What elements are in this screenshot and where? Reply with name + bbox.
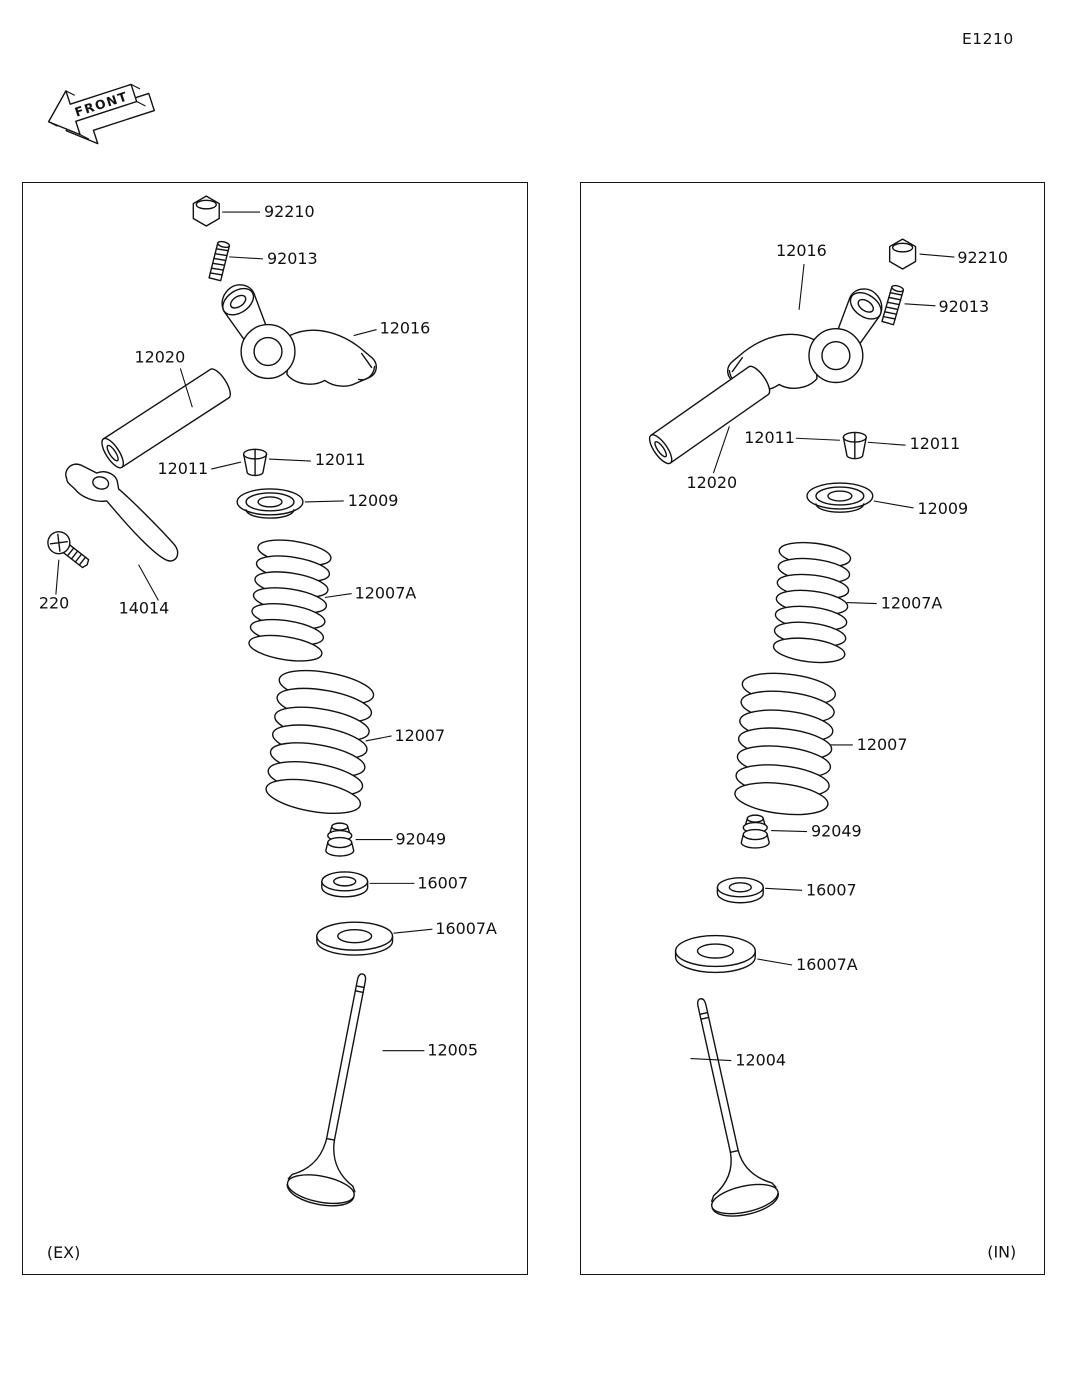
valve-seal-part <box>740 814 770 849</box>
label-in-valve: 12004 <box>690 1051 786 1070</box>
part-number: 16007 <box>806 880 857 899</box>
washer-part <box>316 921 394 956</box>
label-in-keeper-right: 12011 <box>867 434 961 453</box>
part-number: 12020 <box>135 347 186 366</box>
washer-part <box>674 934 756 974</box>
panel-footer-in: (IN) <box>987 1243 1016 1262</box>
part-number: 12011 <box>910 434 961 453</box>
label-in-seal: 92049 <box>771 822 862 841</box>
part-number: 12007 <box>857 735 908 754</box>
screw-part <box>47 531 90 569</box>
valve-keeper-part <box>842 431 867 460</box>
inner-valve-spring-part <box>772 541 852 664</box>
part-number: 92210 <box>957 248 1008 267</box>
rocker-arm-part <box>221 284 377 387</box>
outer-valve-spring-part <box>265 669 375 815</box>
label-in-shaft: 12020 <box>687 426 738 492</box>
rocker-shaft-part <box>648 365 771 465</box>
front-arrow-icon: FRONT <box>47 83 156 145</box>
adjusting-screw-part <box>881 284 905 326</box>
lock-nut-part <box>888 238 917 270</box>
exhaust-valve-panel: 92210 92013 12016 12020 12011 12011 <box>22 182 528 1275</box>
label-ex-nut: 92210 <box>222 202 315 221</box>
part-number: 14014 <box>119 598 170 617</box>
part-number: 12007A <box>881 594 943 613</box>
part-number: 92049 <box>811 822 862 841</box>
spring-retainer-part <box>806 482 874 513</box>
label-ex-adjuster: 92013 <box>229 249 318 268</box>
label-ex-seal: 92049 <box>355 830 447 849</box>
label-ex-keeper-left: 12011 <box>157 459 242 478</box>
spring-retainer-part <box>236 488 304 519</box>
label-ex-screw: 220 <box>39 559 69 612</box>
part-number: 16007 <box>417 873 468 892</box>
part-number: 92013 <box>267 249 318 268</box>
part-number: 220 <box>39 593 69 612</box>
label-in-spring-inner: 12007A <box>846 594 943 613</box>
label-in-nut: 92210 <box>919 248 1008 267</box>
label-in-seat: 16007 <box>765 880 857 899</box>
part-number: 16007A <box>796 955 858 974</box>
label-ex-shaft: 12020 <box>135 347 193 408</box>
valve-seal-part <box>325 822 355 857</box>
part-number: 12016 <box>380 319 431 338</box>
spring-seat-part <box>321 871 369 898</box>
part-number: 16007A <box>435 919 497 938</box>
label-ex-rocker: 12016 <box>353 319 431 338</box>
part-number: 92049 <box>396 830 447 849</box>
outer-valve-spring-part <box>734 672 837 816</box>
part-number: 92210 <box>264 202 315 221</box>
label-in-spring-outer: 12007 <box>829 735 908 754</box>
spring-seat-part <box>716 877 764 904</box>
label-ex-lever: 14014 <box>119 564 170 617</box>
part-number: 12011 <box>744 428 795 447</box>
inner-valve-spring-part <box>248 539 332 662</box>
part-number: 12007A <box>355 584 417 603</box>
page-code: E1210 <box>962 30 1014 48</box>
part-number: 12011 <box>157 459 208 478</box>
part-number: 12011 <box>315 450 366 469</box>
part-number: 12004 <box>735 1051 786 1070</box>
label-in-adjuster: 92013 <box>904 297 989 316</box>
intake-valve-panel: 12016 92210 92013 12020 12011 12011 <box>580 182 1045 1275</box>
part-number: 12016 <box>776 241 827 260</box>
adjusting-screw-part <box>208 240 231 282</box>
label-in-rocker: 12016 <box>776 241 827 310</box>
label-in-washer: 16007A <box>757 955 858 974</box>
part-number: 12020 <box>687 473 738 492</box>
label-in-keeper-left: 12011 <box>744 428 840 447</box>
intake-valve-part <box>696 998 780 1217</box>
label-ex-spring-outer: 12007 <box>365 726 446 745</box>
exhaust-valve-part <box>286 973 367 1207</box>
lock-nut-part <box>192 195 220 227</box>
lever-part <box>65 463 179 562</box>
part-number: 12007 <box>395 726 446 745</box>
part-number: 12009 <box>348 491 399 510</box>
label-ex-seat: 16007 <box>369 873 468 892</box>
part-number: 12009 <box>918 499 969 518</box>
panel-footer-ex: (EX) <box>47 1243 80 1262</box>
part-number: 12005 <box>427 1041 478 1060</box>
part-number: 92013 <box>938 297 989 316</box>
label-ex-washer: 16007A <box>393 919 497 938</box>
label-ex-retainer: 12009 <box>304 491 399 510</box>
label-ex-valve: 12005 <box>382 1041 478 1060</box>
label-ex-keeper-right: 12011 <box>268 450 366 469</box>
label-ex-spring-inner: 12007A <box>324 584 417 603</box>
valve-keeper-part <box>242 448 268 477</box>
rocker-shaft-part <box>101 368 231 469</box>
label-in-retainer: 12009 <box>873 499 969 518</box>
